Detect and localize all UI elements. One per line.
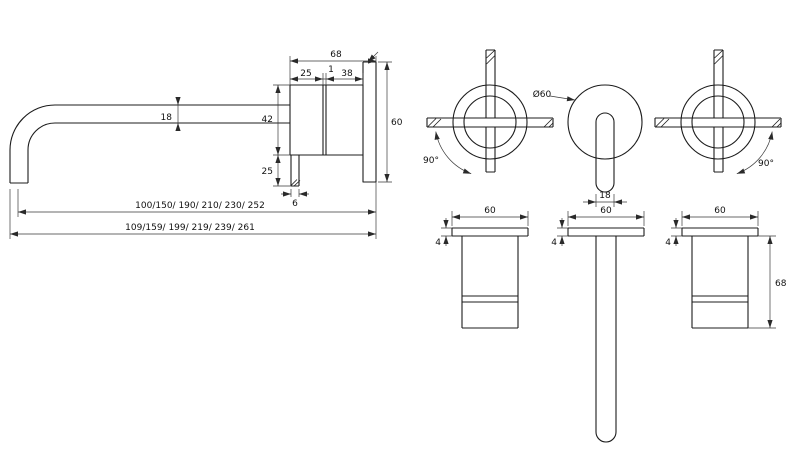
- dim-spout-height-label: 18: [161, 113, 173, 123]
- right-handle-knurl-hatch: [655, 50, 782, 128]
- bottom-view-left-valve: 60 4: [435, 206, 529, 329]
- left-valve-dimension-arrows: [443, 214, 528, 244]
- spout-flange-thickness-label: 4: [551, 238, 557, 248]
- dim-total-width-label: 68: [330, 50, 342, 60]
- left-handle-cross-bars: [426, 49, 554, 173]
- handle-angle-right-label: 90°: [758, 159, 774, 169]
- right-flange-thickness-label: 4: [665, 238, 671, 248]
- side-view: 68 25 1 38 18 42 25 6 60 100/150/ 190/ 2…: [9, 50, 403, 239]
- dim-stem-height-label: 25: [262, 167, 273, 177]
- right-handle-inner-ring: [691, 95, 745, 149]
- left-flange-thickness-label: 4: [435, 238, 441, 248]
- left-handle-inner-ring: [463, 95, 517, 149]
- dim-cartridge-width-label: 38: [341, 69, 353, 79]
- bottom-view-spout: 60 4: [551, 206, 645, 443]
- spout-and-body-outline: [9, 61, 377, 187]
- front-view-left-handle: 90°: [423, 49, 554, 175]
- dim-total-reach-options-label: 109/159/ 199/ 219/ 239/ 261: [125, 223, 255, 233]
- stem-knurl-hatch: [290, 179, 301, 187]
- right-handle-cross-bars: [654, 49, 782, 173]
- dim-stem-width-label: 6: [292, 199, 298, 209]
- right-valve-width-label: 60: [714, 206, 726, 216]
- bottom-view-right-valve: 60 4 68: [665, 206, 787, 329]
- flange-diameter-label: Ø60: [533, 89, 552, 100]
- dim-gap-label: 1: [328, 65, 334, 75]
- spout-side-dimension-arrows: [559, 214, 644, 244]
- dim-flange-height-label: 60: [391, 118, 403, 128]
- left-valve-outline: [451, 227, 529, 329]
- spout-width-label: 18: [599, 191, 611, 201]
- right-handle-outer-flange: [680, 84, 756, 160]
- dim-body-height-label: 42: [262, 115, 273, 125]
- front-view-spout: Ø60 18: [533, 84, 643, 207]
- left-handle-knurl-hatch: [427, 50, 554, 128]
- left-handle-rotation-arc: [435, 131, 472, 175]
- spout-escutcheon-circle: [567, 84, 643, 160]
- front-view-right-handle: 90°: [654, 49, 782, 175]
- spout-side-outline: [567, 227, 645, 443]
- handle-angle-left-label: 90°: [423, 156, 439, 166]
- dim-reach-options-label: 100/150/ 190/ 210/ 230/ 252: [135, 201, 265, 211]
- left-valve-width-label: 60: [484, 206, 496, 216]
- spout-front-dimension-lines: [549, 95, 627, 207]
- spout-flange-width-label: 60: [600, 206, 612, 216]
- right-valve-outline: [681, 227, 759, 329]
- left-handle-arc-arrows: [434, 131, 472, 174]
- spout-front-tube: [595, 112, 615, 193]
- spout-side-dimension-lines: [557, 211, 645, 246]
- dim-handle-width-label: 25: [300, 69, 311, 79]
- right-body-height-label: 68: [775, 279, 787, 289]
- left-valve-dimension-lines: [441, 211, 529, 246]
- left-handle-outer-flange: [452, 84, 528, 160]
